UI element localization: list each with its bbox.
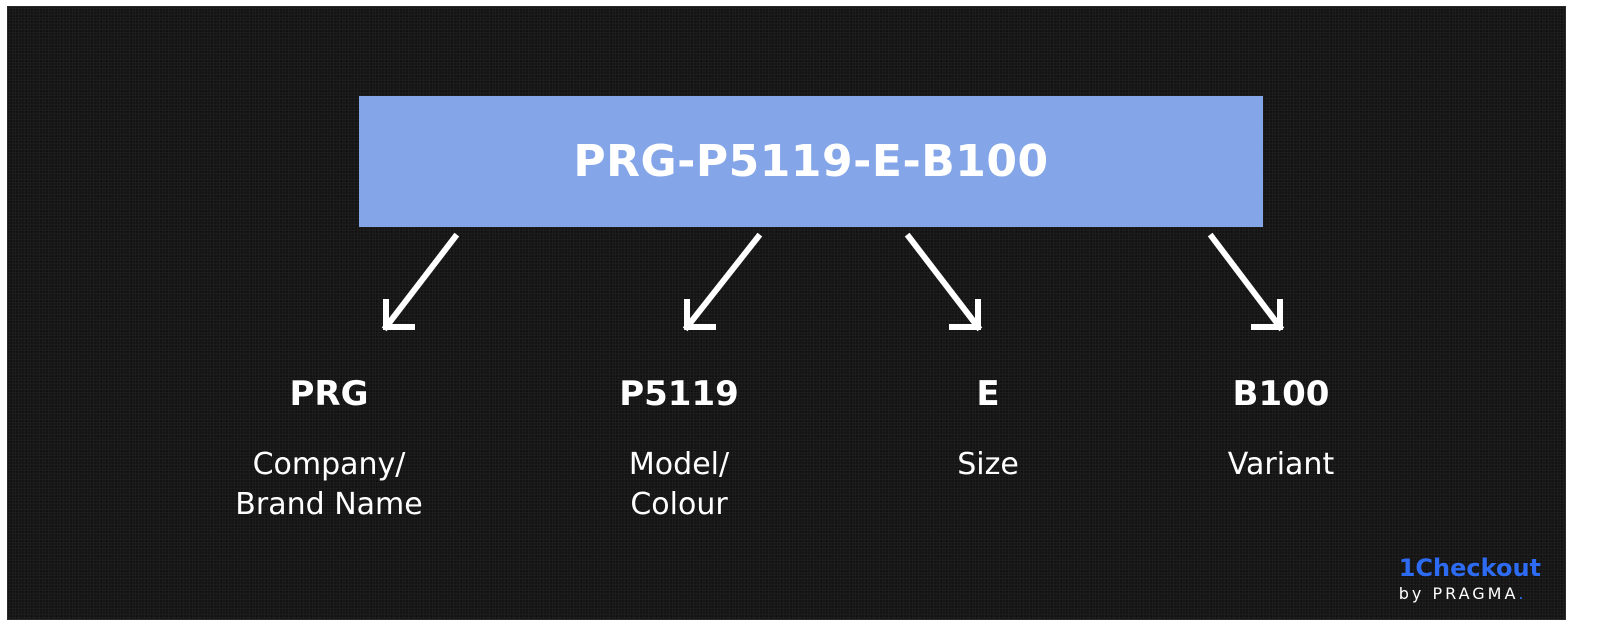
- segment-description-line: Size: [957, 447, 1019, 482]
- segment-description: Size: [838, 445, 1138, 485]
- segment-description-line: Colour: [630, 487, 728, 522]
- segment-code: B100: [1232, 374, 1330, 414]
- arrow-shaft: [1207, 232, 1285, 332]
- segment-description: Model/ Colour: [529, 445, 829, 525]
- segment-code: E: [976, 374, 1000, 414]
- brand-logo: 1Checkout by PRAGMA.: [1399, 553, 1541, 605]
- sku-code: PRG-P5119-E-B100: [573, 136, 1049, 187]
- segment-size: E Size: [838, 374, 1138, 485]
- segment-code: P5119: [619, 374, 739, 414]
- arrow-shaft: [682, 232, 763, 332]
- segment-description: Variant: [1131, 445, 1431, 485]
- segment-company: PRG Company/ Brand Name: [179, 374, 479, 525]
- logo-by-text: by: [1398, 584, 1425, 603]
- segment-model: P5119 Model/ Colour: [529, 374, 829, 525]
- arrow-shaft: [904, 232, 983, 332]
- logo-sub-text: by PRAGMA.: [1399, 583, 1541, 605]
- logo-main-text: 1Checkout: [1398, 554, 1541, 582]
- arrow-head: [383, 299, 415, 330]
- arrow-to-size: [904, 232, 983, 332]
- diagram-canvas: PRG-P5119-E-B100 PRG Company/ Brand Name…: [7, 6, 1566, 620]
- arrow-head: [949, 299, 981, 330]
- arrow-to-variant: [1207, 232, 1285, 332]
- arrow-shaft: [381, 232, 460, 332]
- sku-box: PRG-P5119-E-B100: [359, 96, 1263, 227]
- segment-variant: B100 Variant: [1131, 374, 1431, 485]
- arrow-head: [684, 299, 716, 330]
- segment-code: PRG: [289, 374, 369, 414]
- segment-description-line: Brand Name: [235, 487, 423, 522]
- arrow-to-model: [682, 232, 763, 332]
- segment-description-line: Model/: [628, 447, 730, 482]
- segment-description: Company/ Brand Name: [179, 445, 479, 525]
- logo-brand-text: PRAGMA: [1432, 584, 1519, 603]
- logo-dot: .: [1518, 584, 1524, 603]
- arrow-to-company: [381, 232, 460, 332]
- segment-description-line: Variant: [1227, 447, 1335, 482]
- segment-description-line: Company/: [252, 447, 406, 482]
- arrow-head: [1251, 299, 1283, 330]
